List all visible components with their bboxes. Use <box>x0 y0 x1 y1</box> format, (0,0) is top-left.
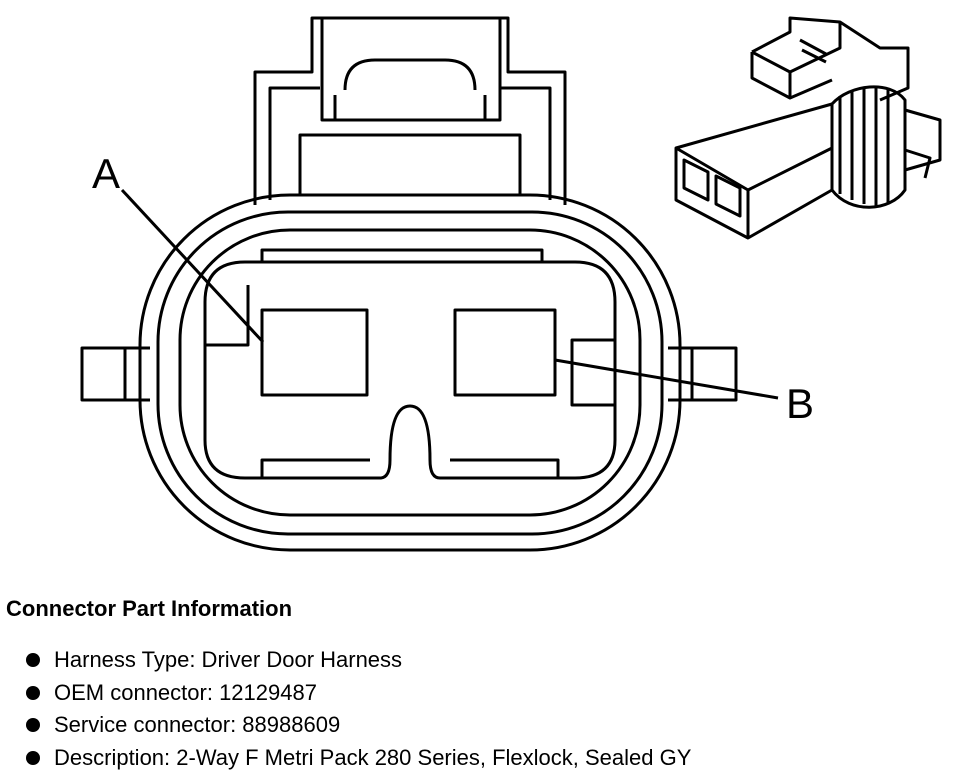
connector-isometric-view <box>674 16 942 240</box>
callout-label-b: B <box>786 380 814 427</box>
seal-ring <box>156 210 664 536</box>
right-tab <box>668 346 738 402</box>
list-item: Service connector: 88988609 <box>6 709 946 742</box>
bullet-icon <box>26 750 40 765</box>
cavity-outline <box>203 260 617 480</box>
section-heading: Connector Part Information <box>6 596 293 621</box>
latch-housing <box>253 16 567 205</box>
bottom-rail-left <box>260 458 370 478</box>
list-item: Description: 2-Way F Metri Pack 280 Seri… <box>6 742 946 775</box>
callout-leader-b <box>554 358 779 400</box>
connector-face-diagram: A B <box>80 16 942 552</box>
list-item: OEM connector: 12129487 <box>6 677 946 710</box>
bullet-icon <box>26 685 40 700</box>
description: Description: 2-Way F Metri Pack 280 Seri… <box>54 744 692 770</box>
callout-label-a: A <box>92 150 120 197</box>
callout-leader-a <box>120 188 265 344</box>
part-info-list: Harness Type: Driver Door Harness OEM co… <box>6 644 946 774</box>
terminal-cavity-b <box>453 308 557 397</box>
harness-type: Harness Type: Driver Door Harness <box>54 647 403 672</box>
top-rail <box>260 248 544 262</box>
bullet-icon <box>26 653 40 667</box>
bullet-icon <box>26 718 40 732</box>
left-tab <box>80 346 150 402</box>
oem-connector: OEM connector: 12129487 <box>54 679 317 705</box>
connector-part-information: Connector Part Information Harness Type:… <box>6 596 946 774</box>
service-connector: Service connector: 88988609 <box>54 712 341 737</box>
terminal-cavity-a <box>260 308 369 397</box>
outer-housing <box>138 193 682 552</box>
right-rib <box>570 338 615 407</box>
left-rib <box>205 285 250 347</box>
list-item: Harness Type: Driver Door Harness <box>6 644 946 677</box>
inner-ring <box>178 228 642 517</box>
bottom-rail-right <box>450 458 560 478</box>
